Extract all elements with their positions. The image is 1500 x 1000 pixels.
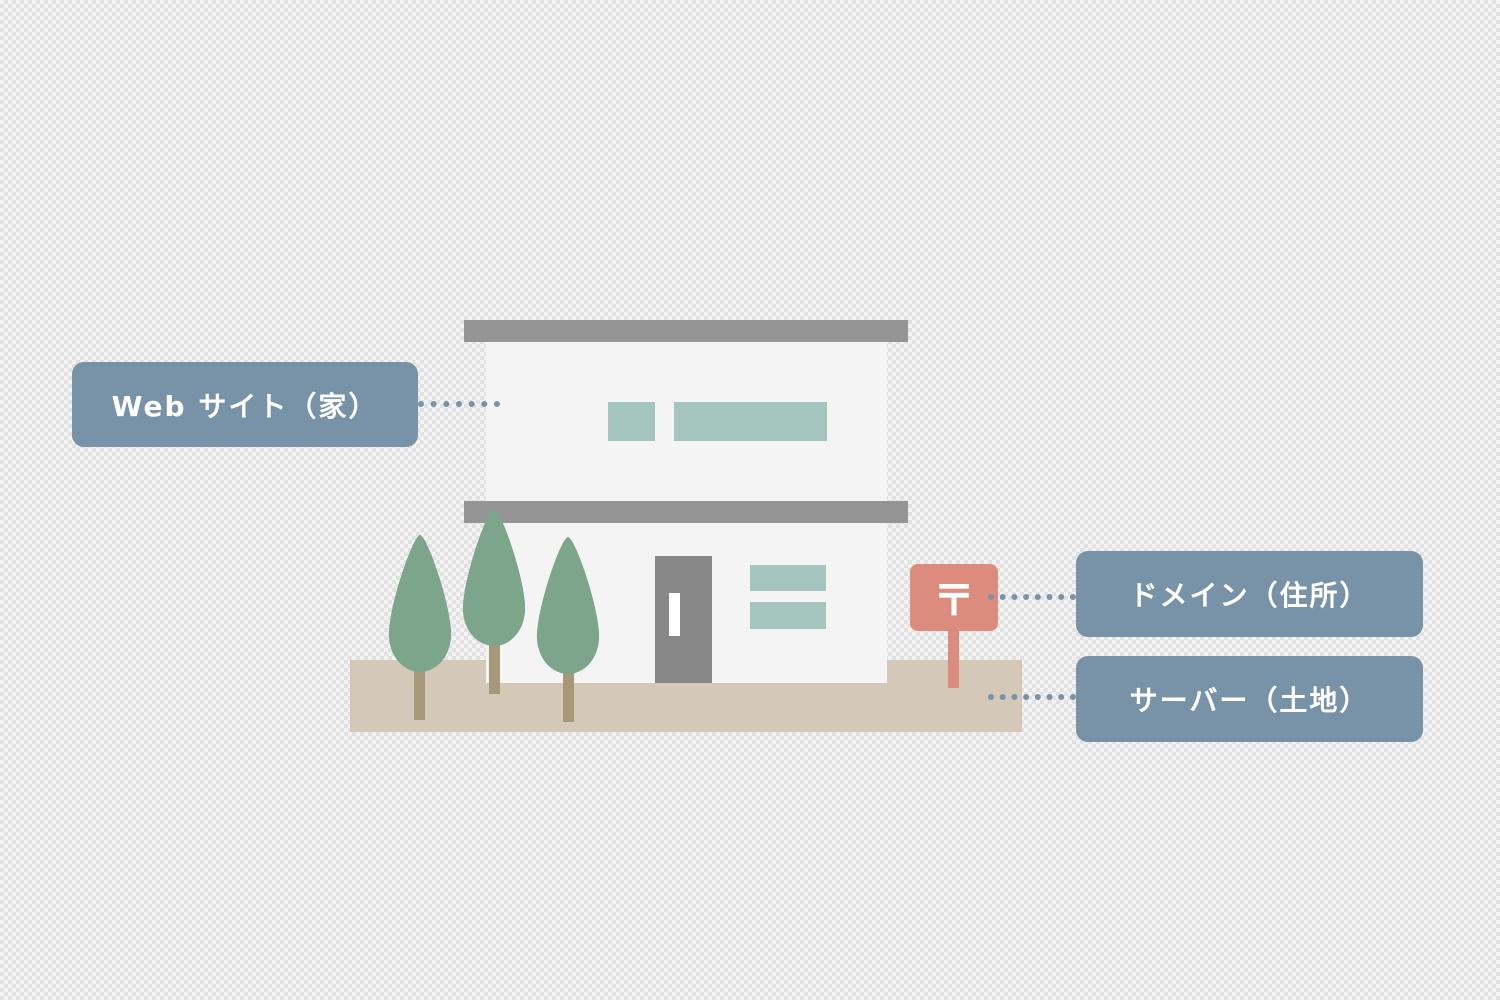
postal-mark-icon: 〒: [933, 576, 975, 625]
tree-icon: [461, 509, 527, 694]
tree-icon: [387, 535, 453, 720]
connector-domain: [988, 594, 1076, 600]
front-door: [655, 556, 712, 683]
window-upper-small: [608, 402, 655, 441]
window-lower-bottom: [750, 602, 826, 629]
house-floor-divider: [464, 501, 908, 523]
connector-server: [988, 694, 1076, 700]
door-handle: [669, 593, 680, 636]
window-upper-wide: [674, 402, 827, 441]
label-domain: ドメイン（住所）: [1076, 551, 1423, 637]
connector-website: [418, 401, 500, 407]
label-server: サーバー（土地）: [1076, 656, 1423, 742]
window-lower-top: [750, 565, 826, 591]
tree-icon: [535, 537, 601, 722]
label-website: Web サイト（家）: [72, 362, 418, 447]
house-roof: [464, 320, 908, 342]
mailbox-icon: 〒: [910, 564, 998, 688]
